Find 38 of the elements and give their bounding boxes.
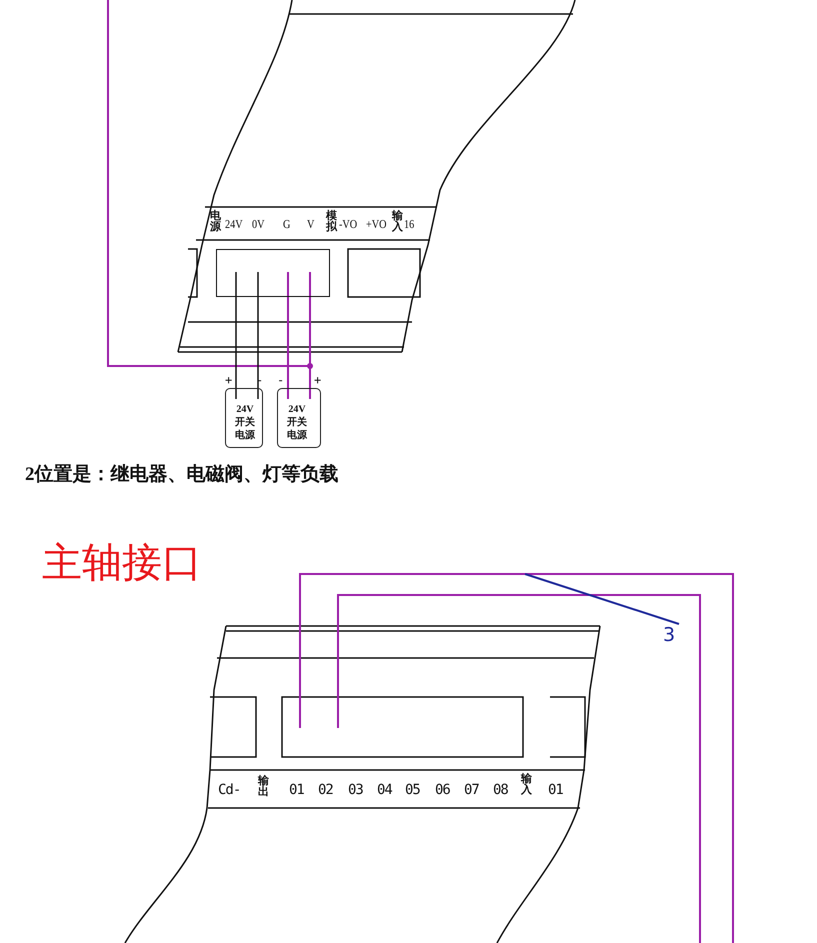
section-heading: 主轴接口 (42, 543, 202, 583)
terminal-label: 08 (493, 783, 508, 797)
terminal-label: 07 (464, 783, 479, 797)
terminal-label: 05 (405, 783, 420, 797)
terminal-label: 0V (252, 218, 264, 230)
terminal-label: 06 (435, 783, 450, 797)
wire (287, 297, 289, 388)
note-text: 2位置是：继电器、电磁阀、灯等负载 (25, 465, 338, 484)
terminal-label: 16 (404, 218, 414, 230)
terminal-label: G (283, 218, 290, 230)
terminal-label: 输出 (258, 776, 269, 798)
terminal-label: +VO (366, 218, 386, 230)
wire (309, 297, 311, 388)
terminal-label: 电源 (210, 211, 221, 233)
terminal-label: 模拟 (326, 211, 337, 233)
wire (257, 297, 259, 388)
terminal-label: V (307, 218, 314, 230)
terminal-label: 输入 (392, 211, 403, 233)
polarity-sign: + (225, 374, 232, 386)
power-supply-label: 24V开关电源 (286, 403, 308, 442)
terminal-label: 03 (348, 783, 363, 797)
callout-number: 3 (663, 624, 679, 644)
power-supply-label: 24V开关电源 (234, 403, 256, 442)
polarity-sign: + (314, 374, 322, 386)
terminal-label: 01 (548, 783, 563, 797)
terminal-label: 02 (318, 783, 333, 797)
power-supply-box (225, 388, 263, 448)
polarity-sign: - (277, 374, 284, 386)
terminal-label: Cd- (218, 783, 240, 797)
terminal-label: 01 (289, 783, 304, 797)
power-supply-box (277, 388, 321, 448)
terminal-label: 输入 (521, 774, 532, 796)
terminal-label: -VO (339, 218, 358, 230)
wire (235, 297, 237, 388)
terminal-window (216, 249, 330, 297)
leader-line (524, 573, 680, 625)
terminal-label: 24V (225, 218, 243, 230)
terminal-label: 04 (377, 783, 392, 797)
